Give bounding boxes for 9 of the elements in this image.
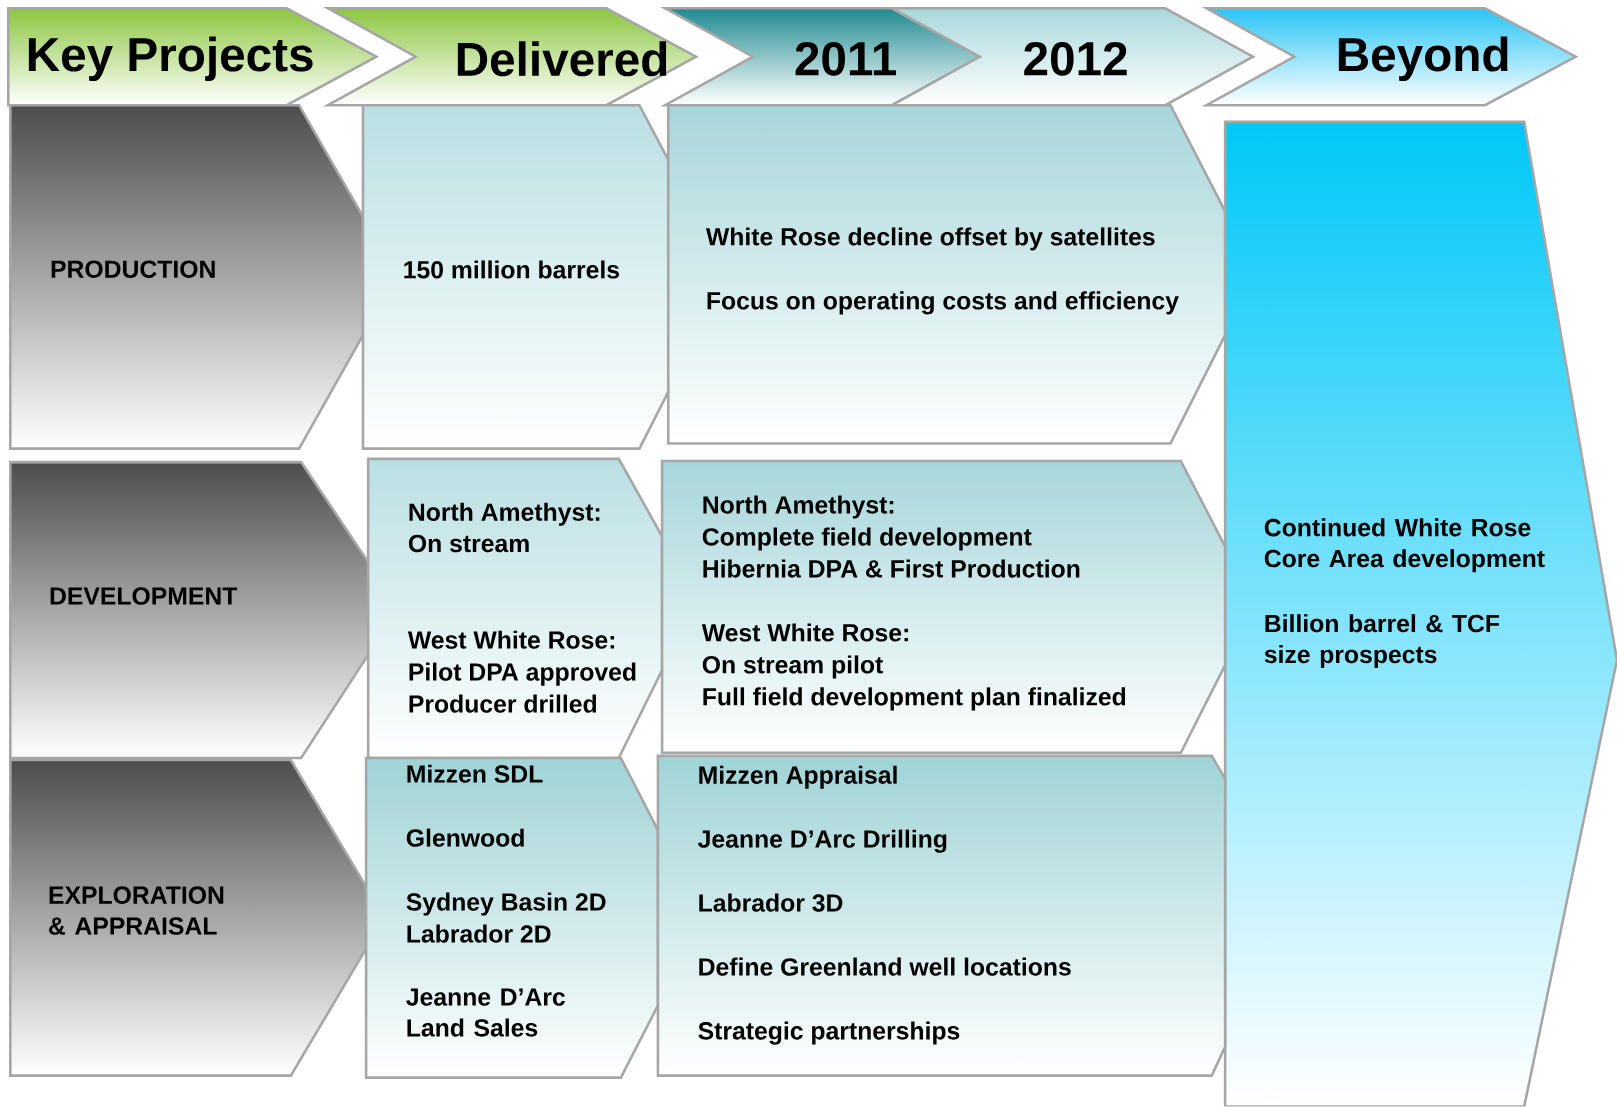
timeline-cell: North Amethyst: On stream West White Rose: Pilot DPA approved Producer drilled xyxy=(366,457,664,760)
timeline-cell: Mizzen SDL Glenwood Sydney Basin 2D Labrador 2D Jeanne D’Arc Land Sales xyxy=(364,756,660,1080)
category-label-box: EXPLORATION & APPRAISAL xyxy=(9,759,368,1078)
timeline-cell: North Amethyst: Complete field development Hibernia DPA & First Production West White Rose: On stream pilot Full field development plan finalized xyxy=(660,459,1227,755)
timeline-cell: Mizzen Appraisal Jeanne D’Arc Drilling Labrador 3D Define Greenland well locations Strategic partnerships xyxy=(656,754,1227,1078)
phase-header: Beyond xyxy=(1201,7,1579,107)
phase-header: Delivered xyxy=(322,7,699,107)
phase-header: Key Projects xyxy=(6,7,380,107)
category-label-box: DEVELOPMENT xyxy=(9,460,370,760)
